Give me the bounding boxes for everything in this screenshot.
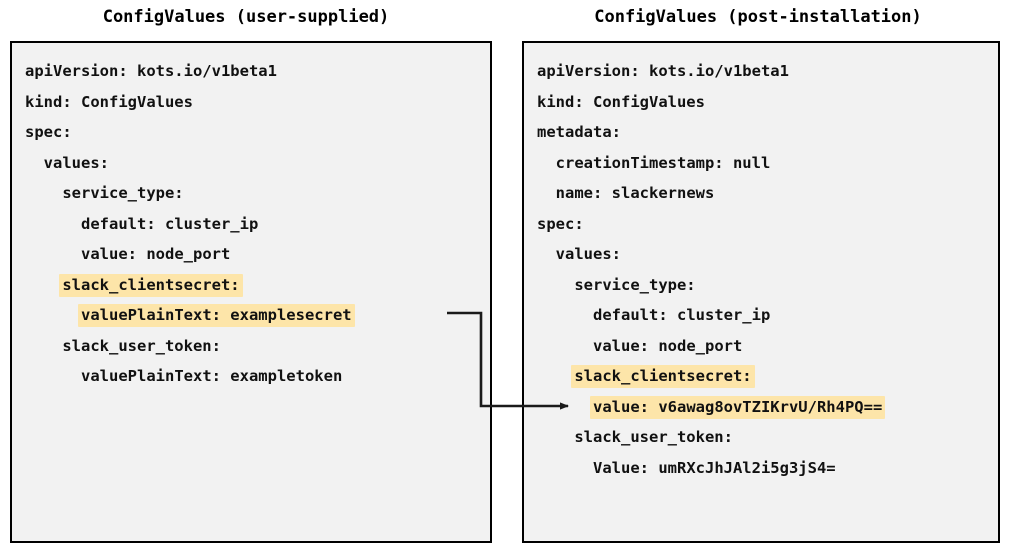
code-text: values: — [43, 153, 109, 172]
code-text: metadata: — [537, 123, 621, 141]
code-lines-post-installation: apiVersion: kots.io/v1beta1 kind: ConfigV… — [537, 56, 996, 541]
code-line: slack_user_token: — [537, 422, 996, 453]
code-box-user-supplied: apiVersion: kots.io/v1beta1 kind: ConfigV… — [10, 41, 492, 543]
code-line: apiVersion: kots.io/v1beta1 — [25, 56, 488, 87]
code-line: values: — [537, 239, 996, 270]
code-line: slack_clientsecret: — [537, 361, 996, 392]
indent-spacer — [537, 306, 593, 324]
code-text: service_type: — [62, 184, 184, 202]
code-text: slack_user_token: — [574, 428, 733, 446]
indent-spacer — [25, 276, 62, 294]
code-text-highlighted: valuePlainText: examplesecret — [78, 304, 355, 327]
indent-spacer — [537, 398, 593, 416]
code-line: value: v6awag8ovTZIKrvU/Rh4PQ== — [537, 392, 996, 423]
code-line: value: node_port — [537, 331, 996, 362]
code-line: apiVersion: kots.io/v1beta1 — [537, 56, 996, 87]
indent-spacer — [537, 245, 556, 263]
indent-spacer — [537, 428, 574, 446]
code-line: valuePlainText: exampletoken — [25, 361, 488, 392]
code-line: Value: umRXcJhJAl2i5g3jS4= — [537, 453, 996, 484]
code-line: default: cluster_ip — [537, 300, 996, 331]
code-text: creationTimestamp: null — [555, 153, 771, 172]
code-text: spec: — [25, 123, 72, 141]
indent-spacer — [25, 306, 81, 324]
code-text: value: node_port — [81, 245, 231, 263]
code-line: default: cluster_ip — [25, 209, 488, 240]
code-line: service_type: — [537, 270, 996, 301]
code-line: value: node_port — [25, 239, 488, 270]
panel-post-installation: ConfigValues (post-installation) apiVers… — [512, 0, 1004, 559]
indent-spacer — [25, 367, 81, 385]
code-text-highlighted: slack_clientsecret: — [59, 273, 243, 297]
code-line: name: slackernews — [537, 178, 996, 209]
indent-spacer — [537, 459, 593, 477]
panel-title-user-supplied: ConfigValues (user-supplied) — [102, 7, 390, 27]
code-line: values: — [25, 148, 488, 179]
code-box-post-installation: apiVersion: kots.io/v1beta1 kind: ConfigV… — [522, 41, 1000, 543]
code-line: slack_user_token: — [25, 331, 488, 362]
indent-spacer — [537, 184, 556, 202]
code-text: apiVersion: kots.io/v1beta1 — [537, 62, 789, 80]
code-line: creationTimestamp: null — [537, 148, 996, 179]
code-text: kind: ConfigValues — [25, 92, 193, 111]
code-lines-user-supplied: apiVersion: kots.io/v1beta1 kind: ConfigV… — [25, 56, 488, 541]
code-line: kind: ConfigValues — [25, 87, 488, 118]
code-text: valuePlainText: exampletoken — [81, 367, 343, 385]
code-line: metadata: — [537, 117, 996, 148]
code-line: spec: — [25, 117, 488, 148]
indent-spacer — [25, 184, 62, 202]
indent-spacer — [25, 337, 62, 355]
panel-title-post-installation: ConfigValues (post-installation) — [594, 7, 922, 27]
code-line: valuePlainText: examplesecret — [25, 300, 488, 331]
code-text: kind: ConfigValues — [537, 92, 705, 111]
indent-spacer — [25, 215, 81, 233]
code-text-highlighted: slack_clientsecret: — [571, 365, 755, 388]
code-line: slack_clientsecret: — [25, 270, 488, 301]
indent-spacer — [537, 154, 556, 172]
code-text: spec: — [537, 214, 584, 233]
indent-spacer — [537, 367, 574, 385]
indent-spacer — [25, 245, 81, 263]
code-text: name: slackernews — [555, 184, 715, 202]
code-text: slack_user_token: — [62, 336, 221, 355]
indent-spacer — [537, 337, 593, 355]
indent-spacer — [537, 276, 574, 294]
code-text-highlighted: value: v6awag8ovTZIKrvU/Rh4PQ== — [590, 395, 886, 419]
code-text: default: cluster_ip — [81, 214, 259, 233]
code-text: service_type: — [574, 275, 696, 294]
code-line: service_type: — [25, 178, 488, 209]
code-text: Value: umRXcJhJAl2i5g3jS4= — [593, 458, 836, 477]
code-text: default: cluster_ip — [593, 306, 771, 324]
panel-user-supplied: ConfigValues (user-supplied) apiVersion:… — [0, 0, 492, 559]
code-text: values: — [555, 245, 621, 263]
code-line: kind: ConfigValues — [537, 87, 996, 118]
indent-spacer — [25, 154, 44, 172]
code-line: spec: — [537, 209, 996, 240]
code-text: apiVersion: kots.io/v1beta1 — [25, 62, 277, 80]
code-text: value: node_port — [593, 336, 743, 355]
